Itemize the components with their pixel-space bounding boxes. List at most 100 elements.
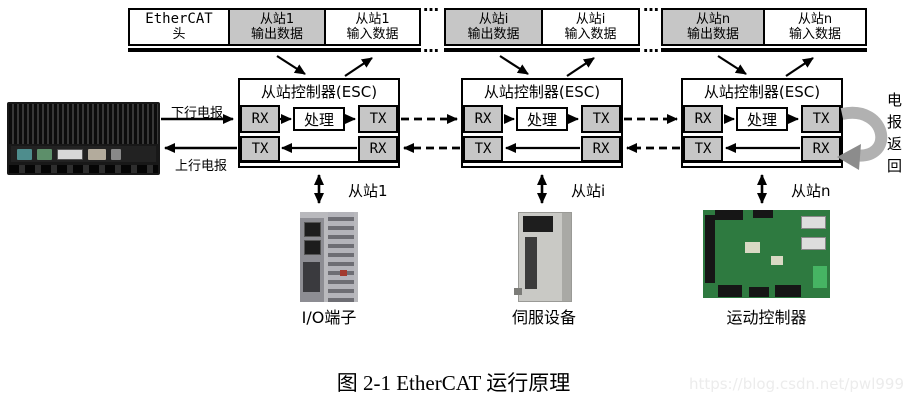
servo-side-shade	[562, 213, 571, 301]
connector-base	[9, 165, 158, 173]
rx-box: RX	[801, 136, 841, 162]
pcb-chip	[745, 242, 760, 253]
tx-label: TX	[474, 141, 492, 157]
cell-line1: 从站n	[695, 12, 731, 27]
ellipsis-bottom: …	[423, 37, 439, 56]
upstream-telegram-label: 上行电报	[175, 159, 228, 174]
pcb-usb-port	[801, 216, 826, 229]
cell-line2: 输入数据	[788, 27, 841, 42]
port	[111, 148, 121, 160]
process-label: 处理	[746, 110, 777, 129]
cell-line2: 输出数据	[467, 27, 520, 42]
frame-underbar	[661, 48, 867, 52]
pcb-chip	[771, 256, 783, 265]
frame-header-line1: EtherCAT	[145, 11, 213, 27]
ellipsis-top: …	[643, 0, 659, 15]
rx-label: RX	[251, 111, 269, 127]
process-box: 处理	[516, 107, 568, 131]
heatsink-fins	[9, 104, 158, 144]
port	[37, 148, 52, 160]
cell-line1: 从站i	[575, 12, 606, 27]
rx-box: RX	[683, 105, 723, 133]
watermark: https://blog.csdn.net/pwl999	[688, 375, 904, 393]
cell-line1: 从站i	[478, 12, 509, 27]
slaven-input-cell: 从站n 输入数据	[765, 10, 865, 44]
pcb-connector	[718, 285, 742, 297]
cell-line1: 从站n	[797, 12, 833, 27]
ethernet-port	[57, 148, 83, 160]
pcb-connector	[749, 287, 769, 297]
ellipsis-top: …	[423, 0, 439, 15]
slaven-label: 从站n	[791, 182, 831, 200]
cell-line2: 输入数据	[346, 27, 399, 42]
process-label: 处理	[526, 110, 557, 129]
master-computer-image	[7, 102, 160, 175]
ethernet-port	[304, 222, 321, 237]
slavei-label: 从站i	[571, 182, 606, 200]
rx-box: RX	[358, 136, 398, 162]
esc-block-1: 从站控制器(ESC) RX 处理 TX TX RX	[238, 78, 400, 168]
servo-display-panel	[523, 216, 553, 232]
esc-block-2: 从站控制器(ESC) RX 处理 TX TX RX	[461, 78, 623, 168]
io-terminal-strip	[328, 212, 354, 302]
pcb-usb-port	[801, 237, 826, 250]
tx-box: TX	[581, 105, 621, 133]
cell-line1: 从站1	[259, 12, 295, 27]
frame-segment-3: 从站n 输出数据 从站n 输入数据	[661, 8, 867, 46]
downstream-telegram-label: 下行电报	[171, 106, 224, 121]
frame-to-esc-arrows	[276, 55, 814, 77]
cell-line2: 输出数据	[250, 27, 303, 42]
motion-controller-label: 运动控制器	[726, 308, 807, 327]
slavei-input-cell: 从站i 输入数据	[543, 10, 638, 44]
rx-label: RX	[812, 141, 830, 157]
pcb-terminal-block	[813, 266, 827, 288]
frame-header-line2: 头	[172, 27, 186, 42]
tx-box: TX	[358, 105, 398, 133]
servo-foot	[514, 288, 522, 295]
tx-label: TX	[592, 111, 610, 127]
telegram-return-arrow	[837, 106, 888, 170]
rx-label: RX	[694, 111, 712, 127]
cell-line2: 输出数据	[686, 27, 739, 42]
tx-box: TX	[683, 136, 723, 162]
slavei-output-cell: 从站i 输出数据	[446, 10, 543, 44]
tx-label: TX	[812, 111, 830, 127]
io-terminal-image	[300, 212, 358, 302]
rx-box: RX	[581, 136, 621, 162]
servo-connector-slot	[525, 237, 537, 289]
frame-underbar	[128, 48, 421, 52]
motion-controller-image	[703, 210, 830, 298]
esc-bottom-line	[683, 161, 841, 163]
rx-label: RX	[592, 141, 610, 157]
io-coupler	[300, 218, 324, 302]
process-box: 处理	[736, 107, 788, 131]
tx-label: TX	[251, 141, 269, 157]
pcb-connector	[775, 285, 801, 297]
telegram-return-label: 电报返回	[885, 92, 903, 180]
servo-label: 伺服设备	[511, 308, 576, 327]
pcb-edge-connector	[705, 215, 715, 283]
esc-title: 从站控制器(ESC)	[260, 83, 378, 101]
port	[17, 148, 32, 160]
tx-label: TX	[369, 111, 387, 127]
pcb-connector	[715, 210, 743, 220]
rx-label: RX	[474, 111, 492, 127]
esc-bottom-line	[240, 161, 398, 163]
tx-box: TX	[240, 136, 280, 162]
rx-box: RX	[463, 105, 503, 133]
rx-label: RX	[369, 141, 387, 157]
vga-port	[88, 148, 106, 160]
io-dark-block	[303, 262, 320, 292]
cell-line2: 输入数据	[564, 27, 617, 42]
ethernet-port	[304, 240, 321, 255]
frame-underbar	[444, 48, 640, 52]
ellipsis-bottom: …	[643, 37, 659, 56]
tx-box: TX	[801, 105, 841, 133]
tx-label: TX	[694, 141, 712, 157]
io-red-mark	[340, 270, 347, 276]
figure-caption: 图 2-1 EtherCAT 运行原理	[336, 371, 571, 395]
io-terminal-label: I/O端子	[301, 308, 357, 327]
servo-device-image	[514, 212, 572, 302]
slave1-input-cell: 从站1 输入数据	[326, 10, 419, 44]
